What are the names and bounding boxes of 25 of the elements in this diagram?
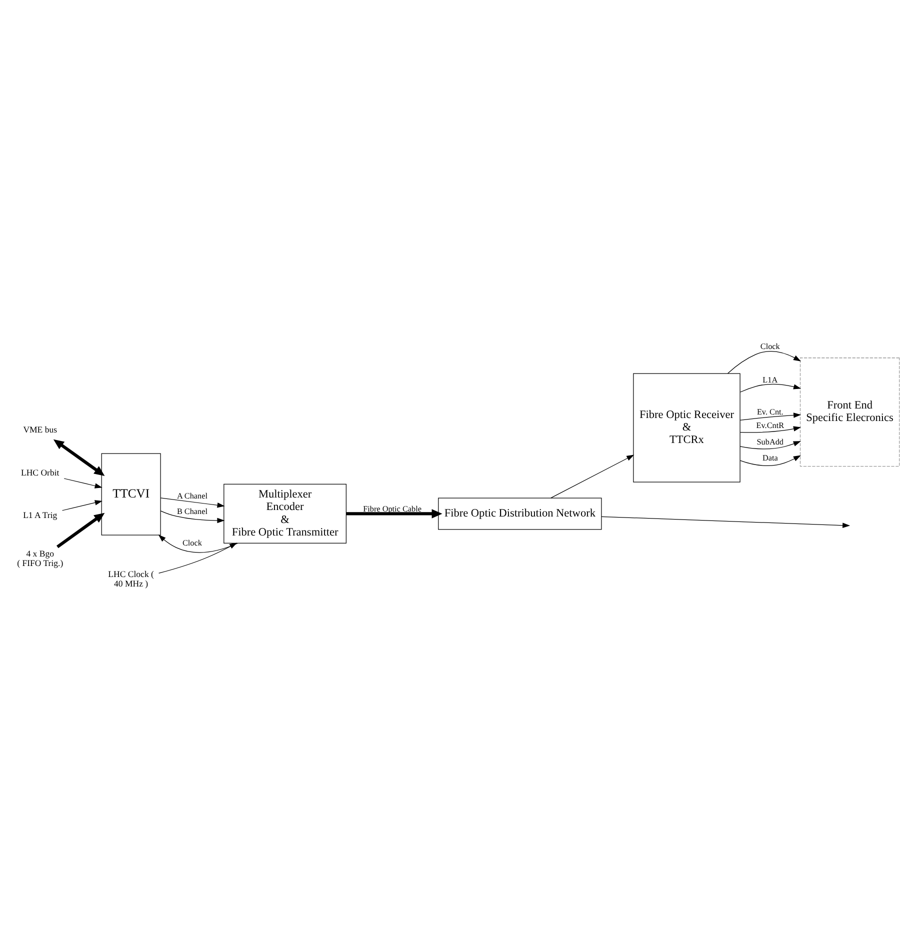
node-text: L1 A Trig bbox=[23, 510, 58, 520]
node-box: Fibre Optic Receiver & TTCRx bbox=[633, 373, 740, 482]
arrow bbox=[740, 384, 802, 392]
arrow bbox=[740, 426, 802, 433]
node-text: LHC Orbit bbox=[21, 467, 60, 478]
arrow bbox=[740, 455, 801, 466]
node-box: Multiplexer Encoder & Fibre Optic Transmitter bbox=[224, 484, 346, 544]
arrow bbox=[346, 509, 442, 518]
arrow bbox=[550, 454, 634, 498]
node-box: TTCVI bbox=[101, 453, 161, 536]
node-box: Fibre Optic Distribution Network bbox=[438, 498, 602, 530]
arrow bbox=[740, 412, 802, 420]
arrow bbox=[53, 439, 105, 476]
arrow bbox=[727, 350, 801, 374]
arrow bbox=[64, 478, 102, 488]
node-text: VME bus bbox=[23, 424, 58, 435]
node-text: LHC Clock ( 40 MHz ) bbox=[108, 569, 154, 589]
arrow bbox=[56, 512, 105, 548]
arrow bbox=[740, 441, 801, 450]
node-text: 4 x Bgo ( FIFO Trig.) bbox=[17, 548, 64, 568]
arrow bbox=[62, 500, 102, 511]
node-box: Front End Specific Elecronics bbox=[800, 358, 900, 467]
arrow bbox=[160, 510, 225, 524]
arrow bbox=[160, 498, 225, 508]
arrow bbox=[601, 516, 850, 528]
